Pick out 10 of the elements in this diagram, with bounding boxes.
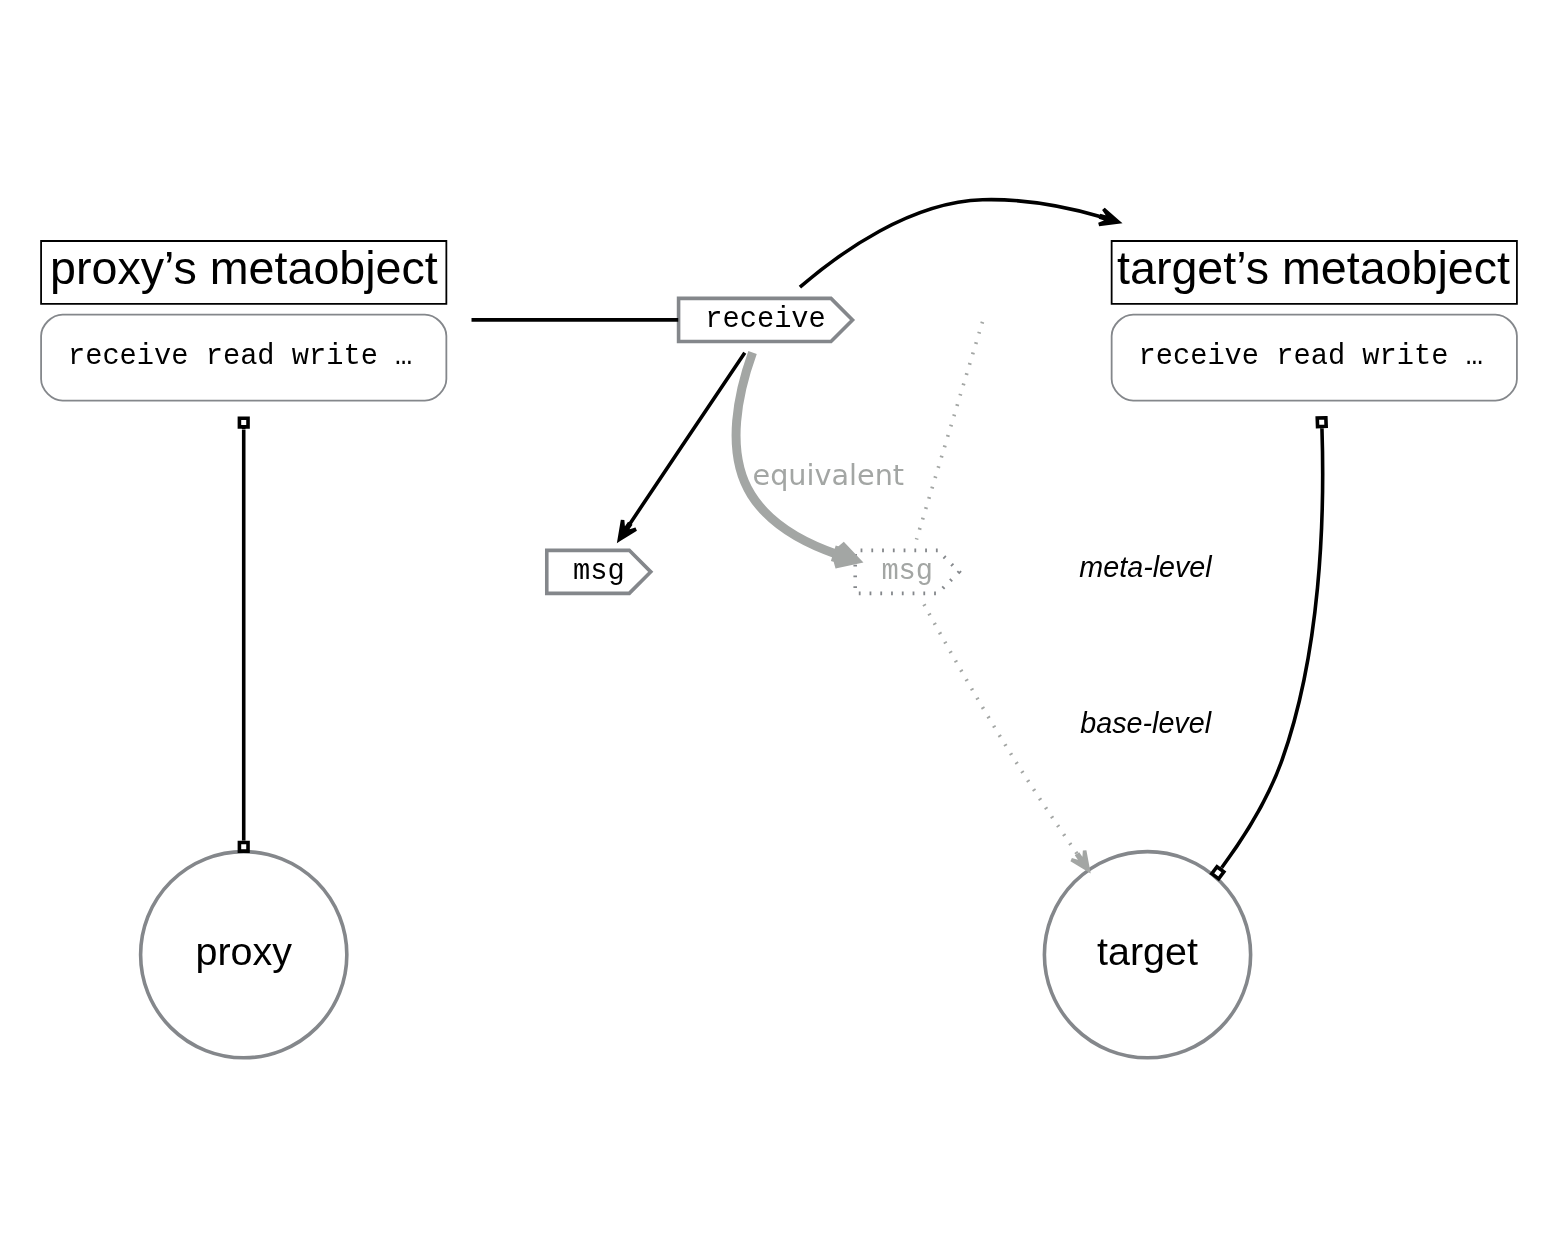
connector — [237, 415, 250, 853]
label: meta-level — [1079, 550, 1212, 583]
arrow — [922, 603, 1091, 872]
connector — [914, 320, 985, 540]
arrow — [798, 197, 1121, 289]
edge-label: equivalent — [752, 457, 905, 492]
label: base-level — [1080, 706, 1212, 739]
arrow — [617, 351, 747, 541]
connector — [1209, 415, 1329, 881]
node-circle: proxy — [138, 849, 349, 1060]
